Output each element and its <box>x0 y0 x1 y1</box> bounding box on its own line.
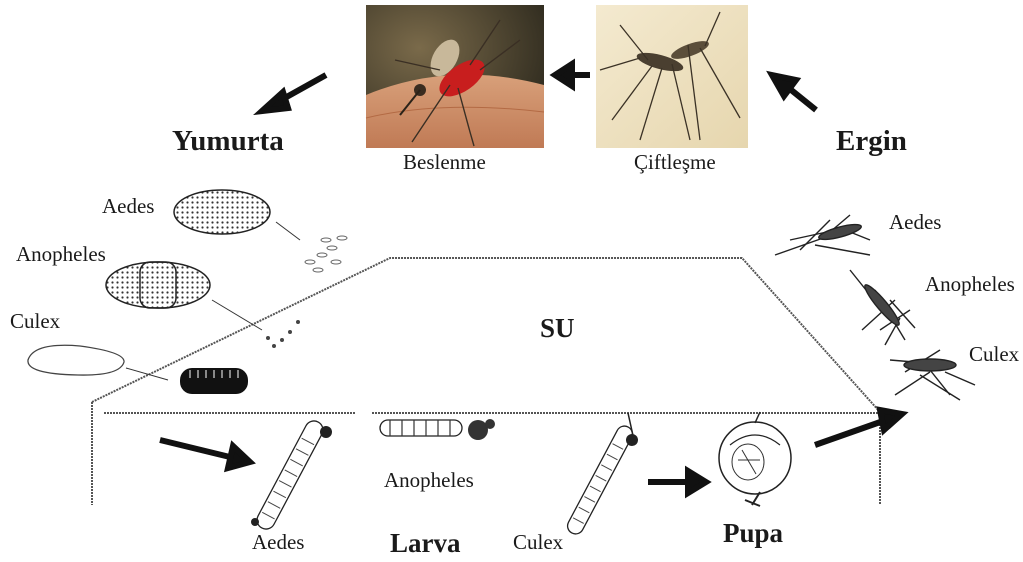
adult-anopheles-label: Anopheles <box>925 272 1015 297</box>
water-label: SU <box>540 313 575 344</box>
egg-aedes-label: Aedes <box>102 194 154 219</box>
larva-aedes <box>251 418 332 532</box>
stage-pupa-label: Pupa <box>723 518 783 549</box>
pupa-figure <box>719 412 791 506</box>
larva-anopheles-label: Anopheles <box>384 468 474 493</box>
egg-culex <box>28 345 248 394</box>
stage-egg-label: Yumurta <box>172 125 284 158</box>
larva-culex <box>565 413 638 537</box>
photo-mating-caption: Çiftleşme <box>634 150 716 175</box>
adult-anopheles <box>850 270 915 345</box>
egg-culex-label: Culex <box>10 309 60 334</box>
feeding-photo <box>366 5 544 148</box>
adult-aedes-label: Aedes <box>889 210 941 235</box>
adult-culex <box>890 350 975 400</box>
adult-culex-label: Culex <box>969 342 1019 367</box>
adult-aedes <box>775 215 870 255</box>
egg-anopheles-label: Anopheles <box>16 242 106 267</box>
larva-aedes-label: Aedes <box>252 530 304 555</box>
mating-photo <box>596 5 748 148</box>
photo-feeding-caption: Beslenme <box>403 150 486 175</box>
larva-culex-label: Culex <box>513 530 563 555</box>
egg-anopheles <box>106 262 300 348</box>
stage-larva-label: Larva <box>390 528 461 559</box>
egg-aedes <box>174 190 347 272</box>
larva-anopheles <box>380 419 495 440</box>
stage-adult-label: Ergin <box>836 125 907 158</box>
